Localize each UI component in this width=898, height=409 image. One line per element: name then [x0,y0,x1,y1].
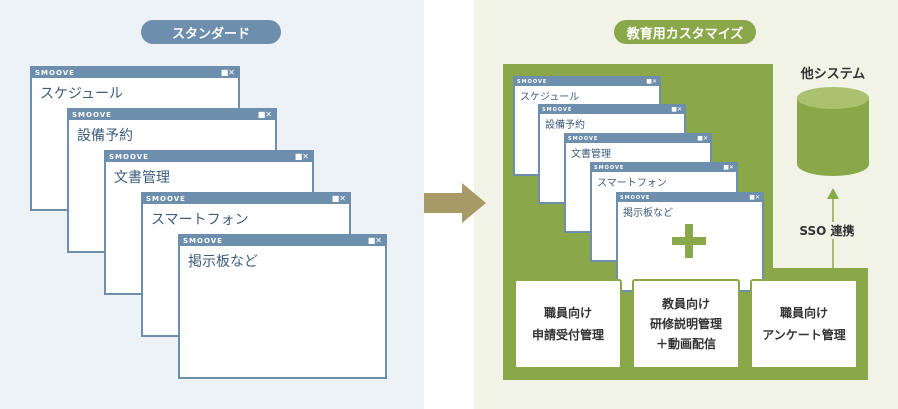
box-line: 申請受付管理 [531,328,604,342]
window-controls-icon: ■✕ [294,152,309,161]
window-title: 設備予約 [545,120,585,131]
box-line: 教員向け [661,297,710,311]
window-controls-icon: ■✕ [331,194,346,203]
window-title: 設備予約 [77,128,133,144]
plus-icon [672,224,706,258]
box-line: 職員向け [543,306,592,320]
window-title: スケジュール [520,92,580,103]
window-controls-icon: ■✕ [646,78,657,85]
window-controls-icon: ■✕ [257,110,272,119]
window-controls-icon: ■✕ [367,236,382,245]
teacher-training-box: 教員向け 研修説明管理 ＋動画配信 [632,279,740,369]
window-controls-icon: ■✕ [723,164,734,171]
window-brand: SMOOVE [72,111,112,119]
window-title: スマートフォン [597,178,667,189]
window-brand: SMOOVE [542,107,573,113]
window-brand: SMOOVE [620,195,651,201]
custom-pill: 教育用カスタマイズ [614,20,756,44]
staff-survey-box: 職員向け アンケート管理 [750,279,858,369]
window-brand: SMOOVE [109,153,149,161]
database-icon [797,87,869,176]
window-title: 文書管理 [571,149,611,160]
window-controls-icon: ■✕ [749,194,760,201]
sso-link-label: SSO 連携 [782,222,872,239]
box-line: ＋動画配信 [655,337,716,351]
window-controls-icon: ■✕ [220,68,235,77]
window-brand: SMOOVE [146,195,186,203]
window-title: 掲示板など [623,208,673,219]
right-arrow-icon [424,183,486,223]
staff-application-box: 職員向け 申請受付管理 [514,279,622,369]
standard-pill: スタンダード [141,20,281,44]
window-controls-icon: ■✕ [671,106,682,113]
window-brand: SMOOVE [183,237,223,245]
box-line: 研修説明管理 [649,317,722,331]
window-brand: SMOOVE [35,69,75,77]
box-line: 職員向け [779,306,828,320]
window-brand: SMOOVE [568,136,599,142]
box-line: アンケート管理 [762,328,846,342]
window-brand: SMOOVE [517,79,548,85]
window-bulletin-board: SMOOVE ■✕ 掲示板など [178,234,387,379]
window-title: スケジュール [40,86,124,102]
window-title: 掲示板など [188,254,258,270]
window-controls-icon: ■✕ [697,135,708,142]
window-title: 文書管理 [114,170,170,186]
other-system-label: 他システム [800,67,866,82]
window-title: スマートフォン [151,212,249,228]
window-brand: SMOOVE [594,165,625,171]
